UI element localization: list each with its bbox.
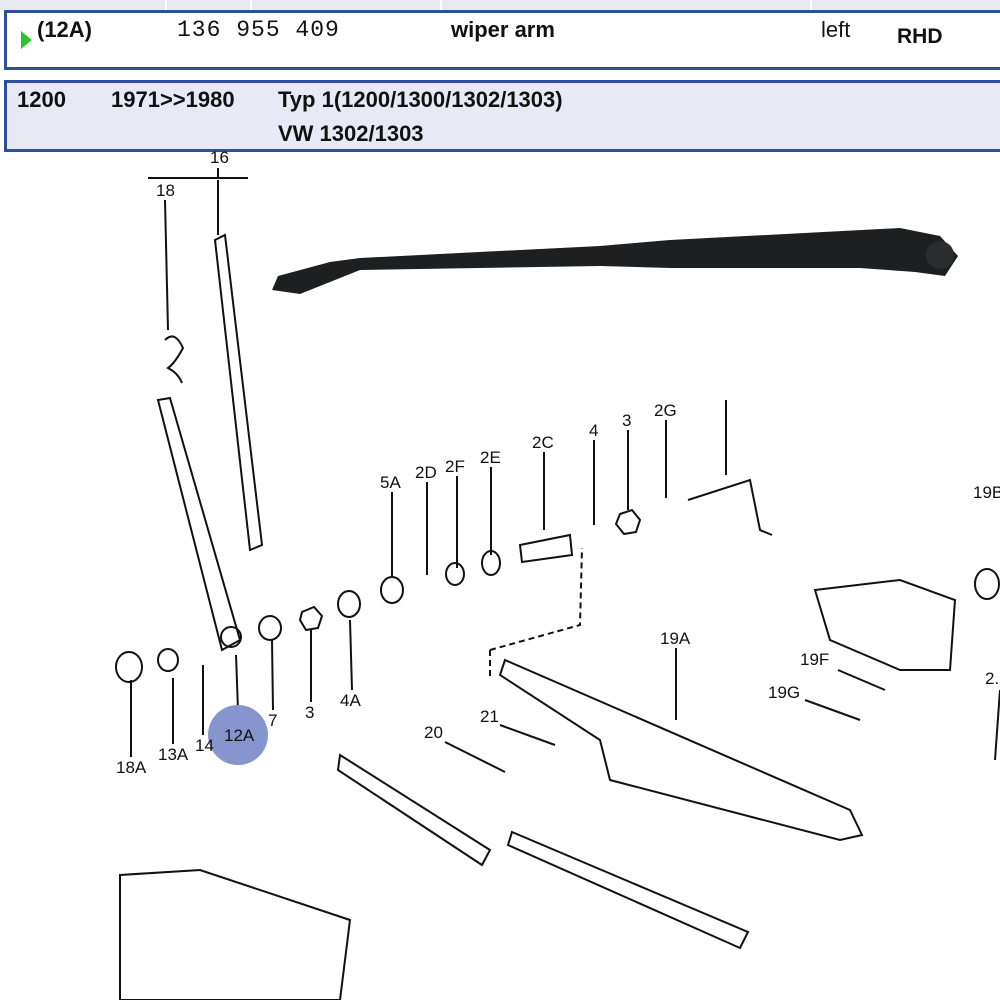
label: 2C — [532, 433, 554, 452]
label: 2E — [480, 448, 501, 467]
wiper-arm-photo — [272, 228, 958, 294]
type-line-1: Typ 1(1200/1300/1302/1303) — [278, 87, 563, 112]
label: 3 — [305, 703, 314, 722]
part-side: left — [821, 17, 851, 42]
label: 19G — [768, 683, 800, 702]
label-highlighted[interactable]: 12A — [224, 726, 255, 745]
years: 1971>>1980 — [111, 87, 235, 112]
label: 2G — [654, 401, 677, 420]
label: 13A — [158, 745, 189, 764]
bracket-line — [148, 168, 248, 179]
label: 3 — [622, 411, 631, 430]
wiper-motor — [813, 578, 957, 671]
label: 16 — [210, 150, 229, 167]
label: 4A — [340, 691, 361, 710]
highlight-circle — [208, 705, 268, 765]
wiper-cover — [119, 868, 352, 1000]
type-line-2: VW 1302/1303 — [278, 121, 424, 146]
diagram-labels: 16 18 5A 2D 2F 2E 2C 4 3 2G 19B 19A 19F … — [116, 150, 1000, 777]
model-row: 1200 1971>>1980 Typ 1(1200/1300/1302/130… — [4, 80, 1000, 152]
top-header-strip — [0, 0, 1000, 10]
label: 5A — [380, 473, 401, 492]
label: 19F — [800, 650, 829, 669]
model: 1200 — [17, 87, 66, 112]
label: 2F — [445, 457, 465, 476]
label: 20 — [424, 723, 443, 742]
label: 2. — [985, 669, 999, 688]
part-description: wiper arm — [451, 17, 555, 42]
label: 21 — [480, 707, 499, 726]
label: 7 — [268, 711, 277, 730]
part-ref: (12A) — [37, 17, 93, 42]
wiper-blade — [213, 233, 264, 552]
label: 19A — [660, 629, 691, 648]
wiper-linkage-frame — [498, 658, 864, 842]
wiper-arm-diagram — [156, 396, 242, 652]
parts-diagram: 16 18 5A 2D 2F 2E 2C 4 3 2G 19B 19A 19F … — [115, 150, 1000, 1000]
label: 2D — [415, 463, 437, 482]
label: 18A — [116, 758, 147, 777]
label: 18 — [156, 181, 175, 200]
label: 14 — [195, 736, 214, 755]
part-drive: RHD — [897, 25, 943, 48]
part-number: 136 955 409 — [177, 17, 340, 43]
expand-arrow-icon[interactable] — [21, 31, 32, 49]
label: 19B — [973, 483, 1000, 502]
label: 4 — [589, 421, 598, 440]
part-row[interactable]: (12A) 136 955 409 wiper arm left RHD — [4, 10, 1000, 70]
